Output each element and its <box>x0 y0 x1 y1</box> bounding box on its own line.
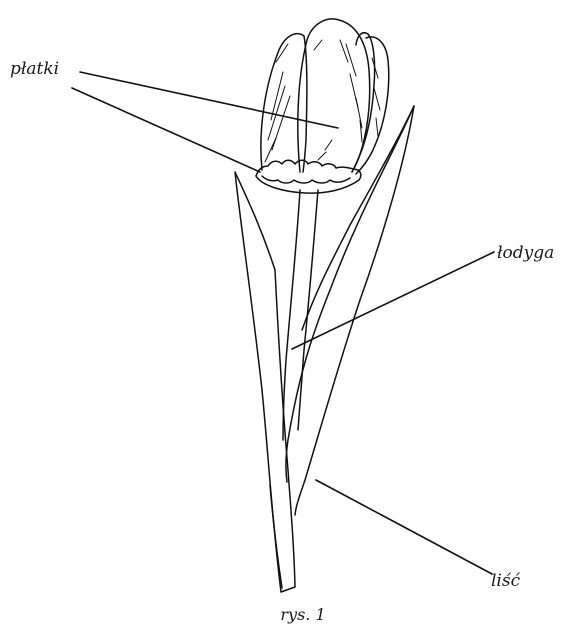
left-leaf <box>235 172 295 592</box>
leader-leaf <box>316 480 492 574</box>
leader-stem <box>292 252 494 349</box>
right-leaf <box>286 106 414 515</box>
leader-petals-lower <box>72 88 260 172</box>
tulip-flower <box>256 19 389 193</box>
label-leaf: liść <box>491 573 520 590</box>
label-petals: płatki <box>10 61 59 78</box>
label-stem: łodyga <box>497 245 554 262</box>
leader-lines <box>72 72 494 574</box>
figure-caption: rys. 1 <box>0 605 580 624</box>
stem <box>283 190 318 440</box>
leader-petals-upper <box>80 72 338 128</box>
